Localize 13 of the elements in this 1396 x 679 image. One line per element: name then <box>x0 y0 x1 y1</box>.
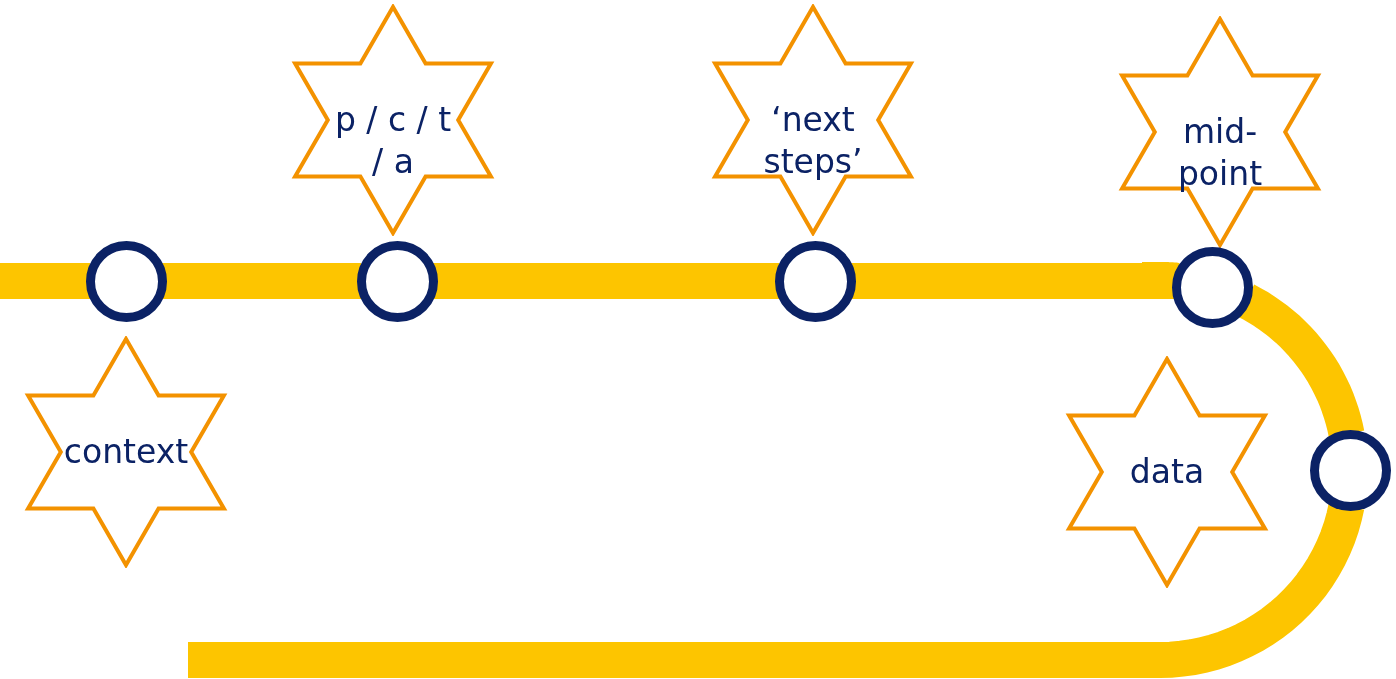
road-segment <box>162 263 361 299</box>
road-segment <box>433 263 779 299</box>
road-segment <box>0 263 90 299</box>
star-label: mid-point <box>1176 111 1264 195</box>
milestone-circle <box>85 240 167 322</box>
star-label: data <box>1128 451 1206 493</box>
milestone-circle <box>356 240 438 322</box>
milestone-circle <box>1171 246 1253 328</box>
star-label: context <box>62 431 190 473</box>
milestone-circle <box>1309 429 1391 511</box>
star-label: ‘next steps’ <box>762 99 864 183</box>
star-label: p / c / t / a <box>333 99 453 183</box>
milestone-circle <box>774 240 856 322</box>
